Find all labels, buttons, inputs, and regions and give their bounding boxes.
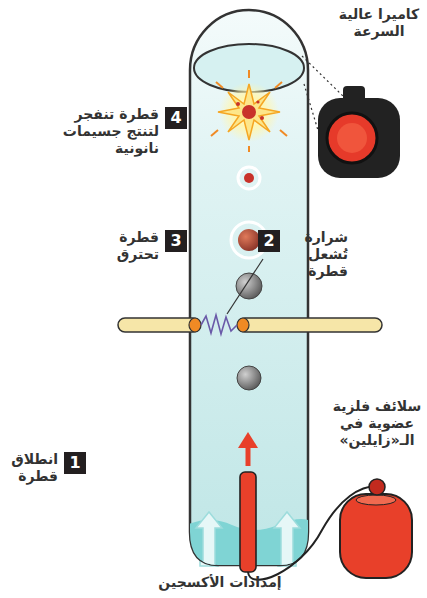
callout-number: 3 <box>170 233 181 249</box>
shrinking-droplet <box>238 167 260 189</box>
part-label: كاميرا عالية السرعة <box>333 6 425 40</box>
callout-box: 2شرارة تُشعل قطرة <box>258 230 280 252</box>
callout-text: قطرة تحترق <box>87 229 159 263</box>
droplet <box>237 366 261 390</box>
callout-number: 1 <box>69 455 80 471</box>
callout-number: 4 <box>170 110 181 126</box>
launch-arrow <box>238 432 258 466</box>
callout-box: 1انطلاق قطرة <box>64 452 86 474</box>
part-label: إمدادات الأكسجين <box>110 574 330 591</box>
callout-text: انطلاق قطرة <box>6 451 58 485</box>
leader-line <box>227 259 263 314</box>
callout-box: 4قطرة تنفجر لتنتج جسيمات نانونية <box>165 107 187 129</box>
injector <box>240 472 256 572</box>
callout-number: 2 <box>263 233 274 249</box>
electrode <box>118 318 382 332</box>
callout-text: شرارة تُشعل قطرة <box>286 229 348 279</box>
spark <box>201 315 237 334</box>
precursor-bottle <box>340 479 412 578</box>
exploding-droplet <box>211 70 287 152</box>
part-label: سلائف فلزية عضوية في الـ«زايلين» <box>330 398 424 448</box>
callout-box: 3قطرة تحترق <box>165 230 187 252</box>
high-speed-camera <box>318 86 400 178</box>
callout-text: قطرة تنفجر لتنتج جسيمات نانونية <box>59 106 159 156</box>
